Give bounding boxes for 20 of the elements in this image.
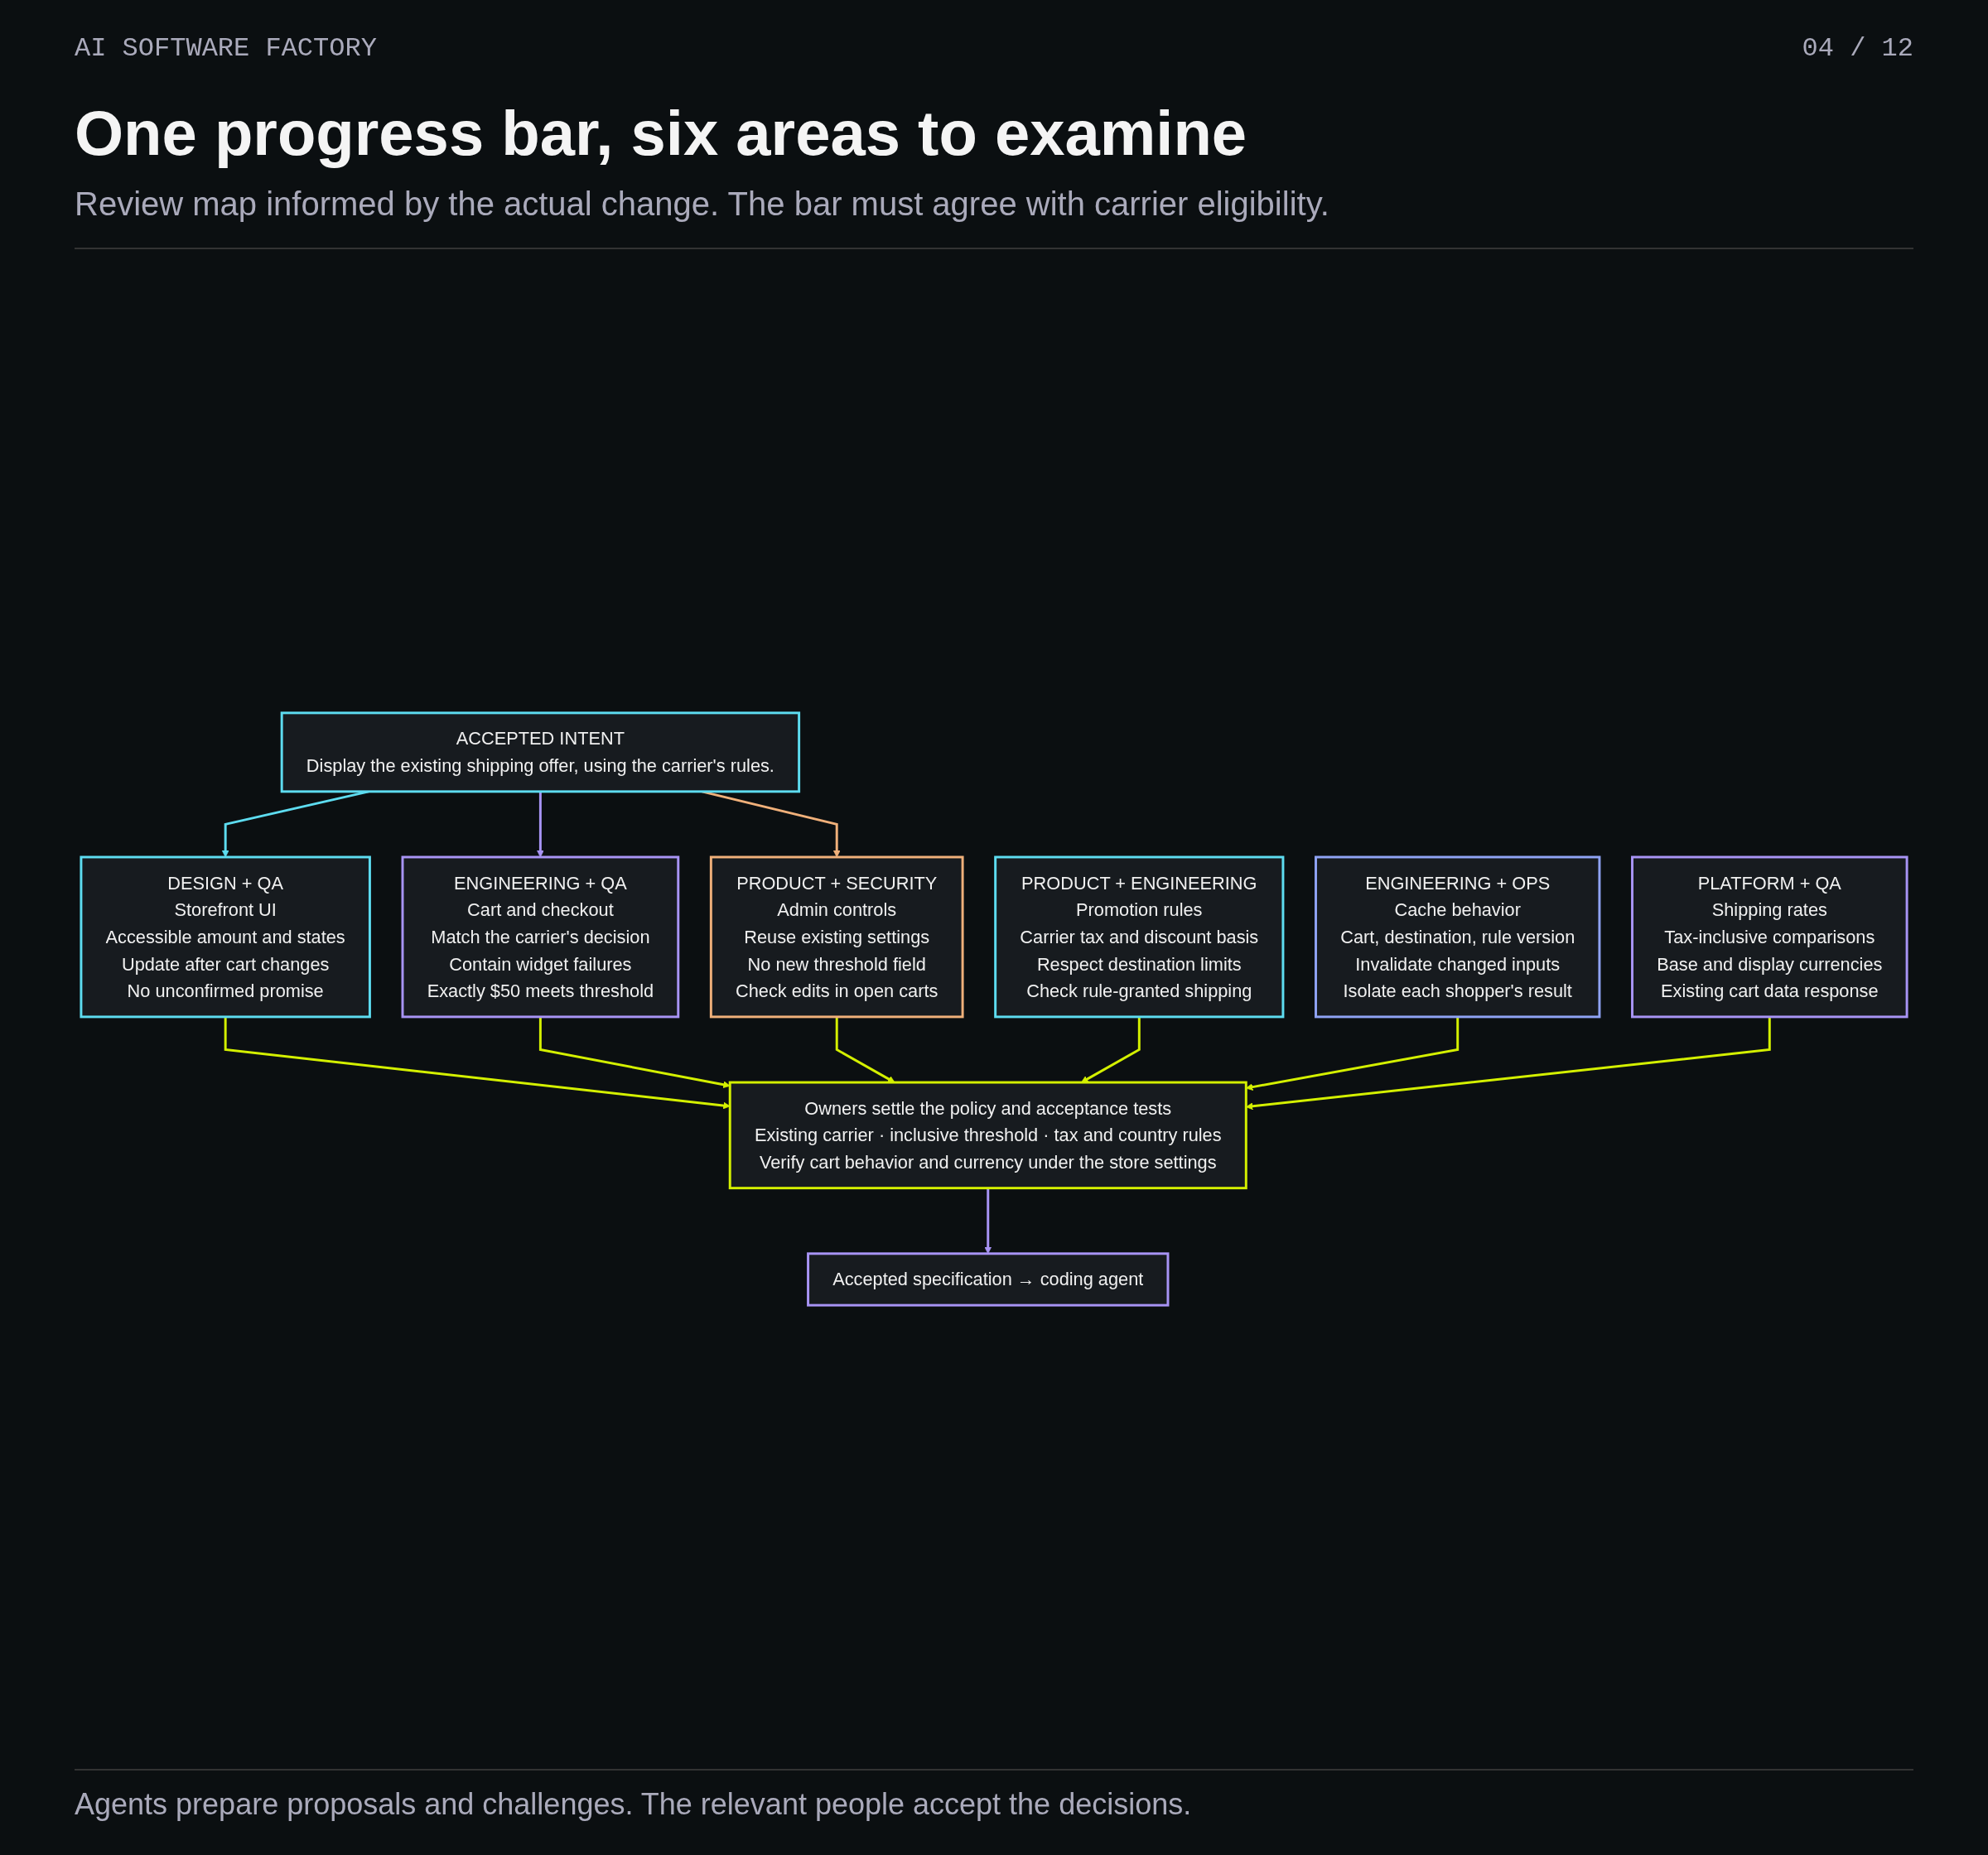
node-box: ENGINEERING + OPS Cache behavior Cart, destination, rule version Invalidate changed inputs Isolate each shopper's result (1315, 855, 1601, 1019)
node-box: Accepted specification → coding agent (807, 1252, 1170, 1307)
arrow (1245, 1016, 1771, 1111)
subtitle: Review map informed by the actual change. The bar must agree with carrier eligibility. (75, 186, 1913, 249)
node-box: ENGINEERING + QA Cart and checkout Match the carrier's decision Contain widget failures Exactly $50 meets threshold (401, 855, 680, 1019)
node-box: PRODUCT + ENGINEERING Promotion rules Carrier tax and discount basis Respect destination limits Check rule-granted shipping (994, 855, 1285, 1019)
caption: Agents prepare proposals and challenges. The relevant people accept the decisions. (75, 1769, 1913, 1822)
arrow (835, 1016, 895, 1083)
arrow (538, 1016, 731, 1089)
node-box: ACCEPTED INTENT Display the existing shipping offer, using the carrier's rules. (280, 711, 801, 793)
arrow (1245, 1016, 1460, 1091)
arrow (224, 1016, 731, 1110)
title: One progress bar, six areas to examine (75, 97, 1248, 169)
arrow (1081, 1016, 1141, 1083)
node-box: DESIGN + QA Storefront UI Accessible amount and states Update after cart changes No unconfirmed promise (80, 855, 371, 1019)
series-label: AI SOFTWARE FACTORY (75, 33, 377, 64)
node-box: Owners settle the policy and acceptance tests Existing carrier · inclusive threshold · tax and country rules Verify cart behavior and currency under the store settings (728, 1081, 1247, 1190)
page-number: 04 / 12 (1802, 33, 1913, 64)
node-box: PRODUCT + SECURITY Admin controls Reuse existing settings No new threshold field Check edits in open carts (709, 855, 964, 1019)
node-box: PLATFORM + QA Shipping rates Tax-inclusive comparisons Base and display currencies Existing cart data response (1631, 855, 1908, 1019)
